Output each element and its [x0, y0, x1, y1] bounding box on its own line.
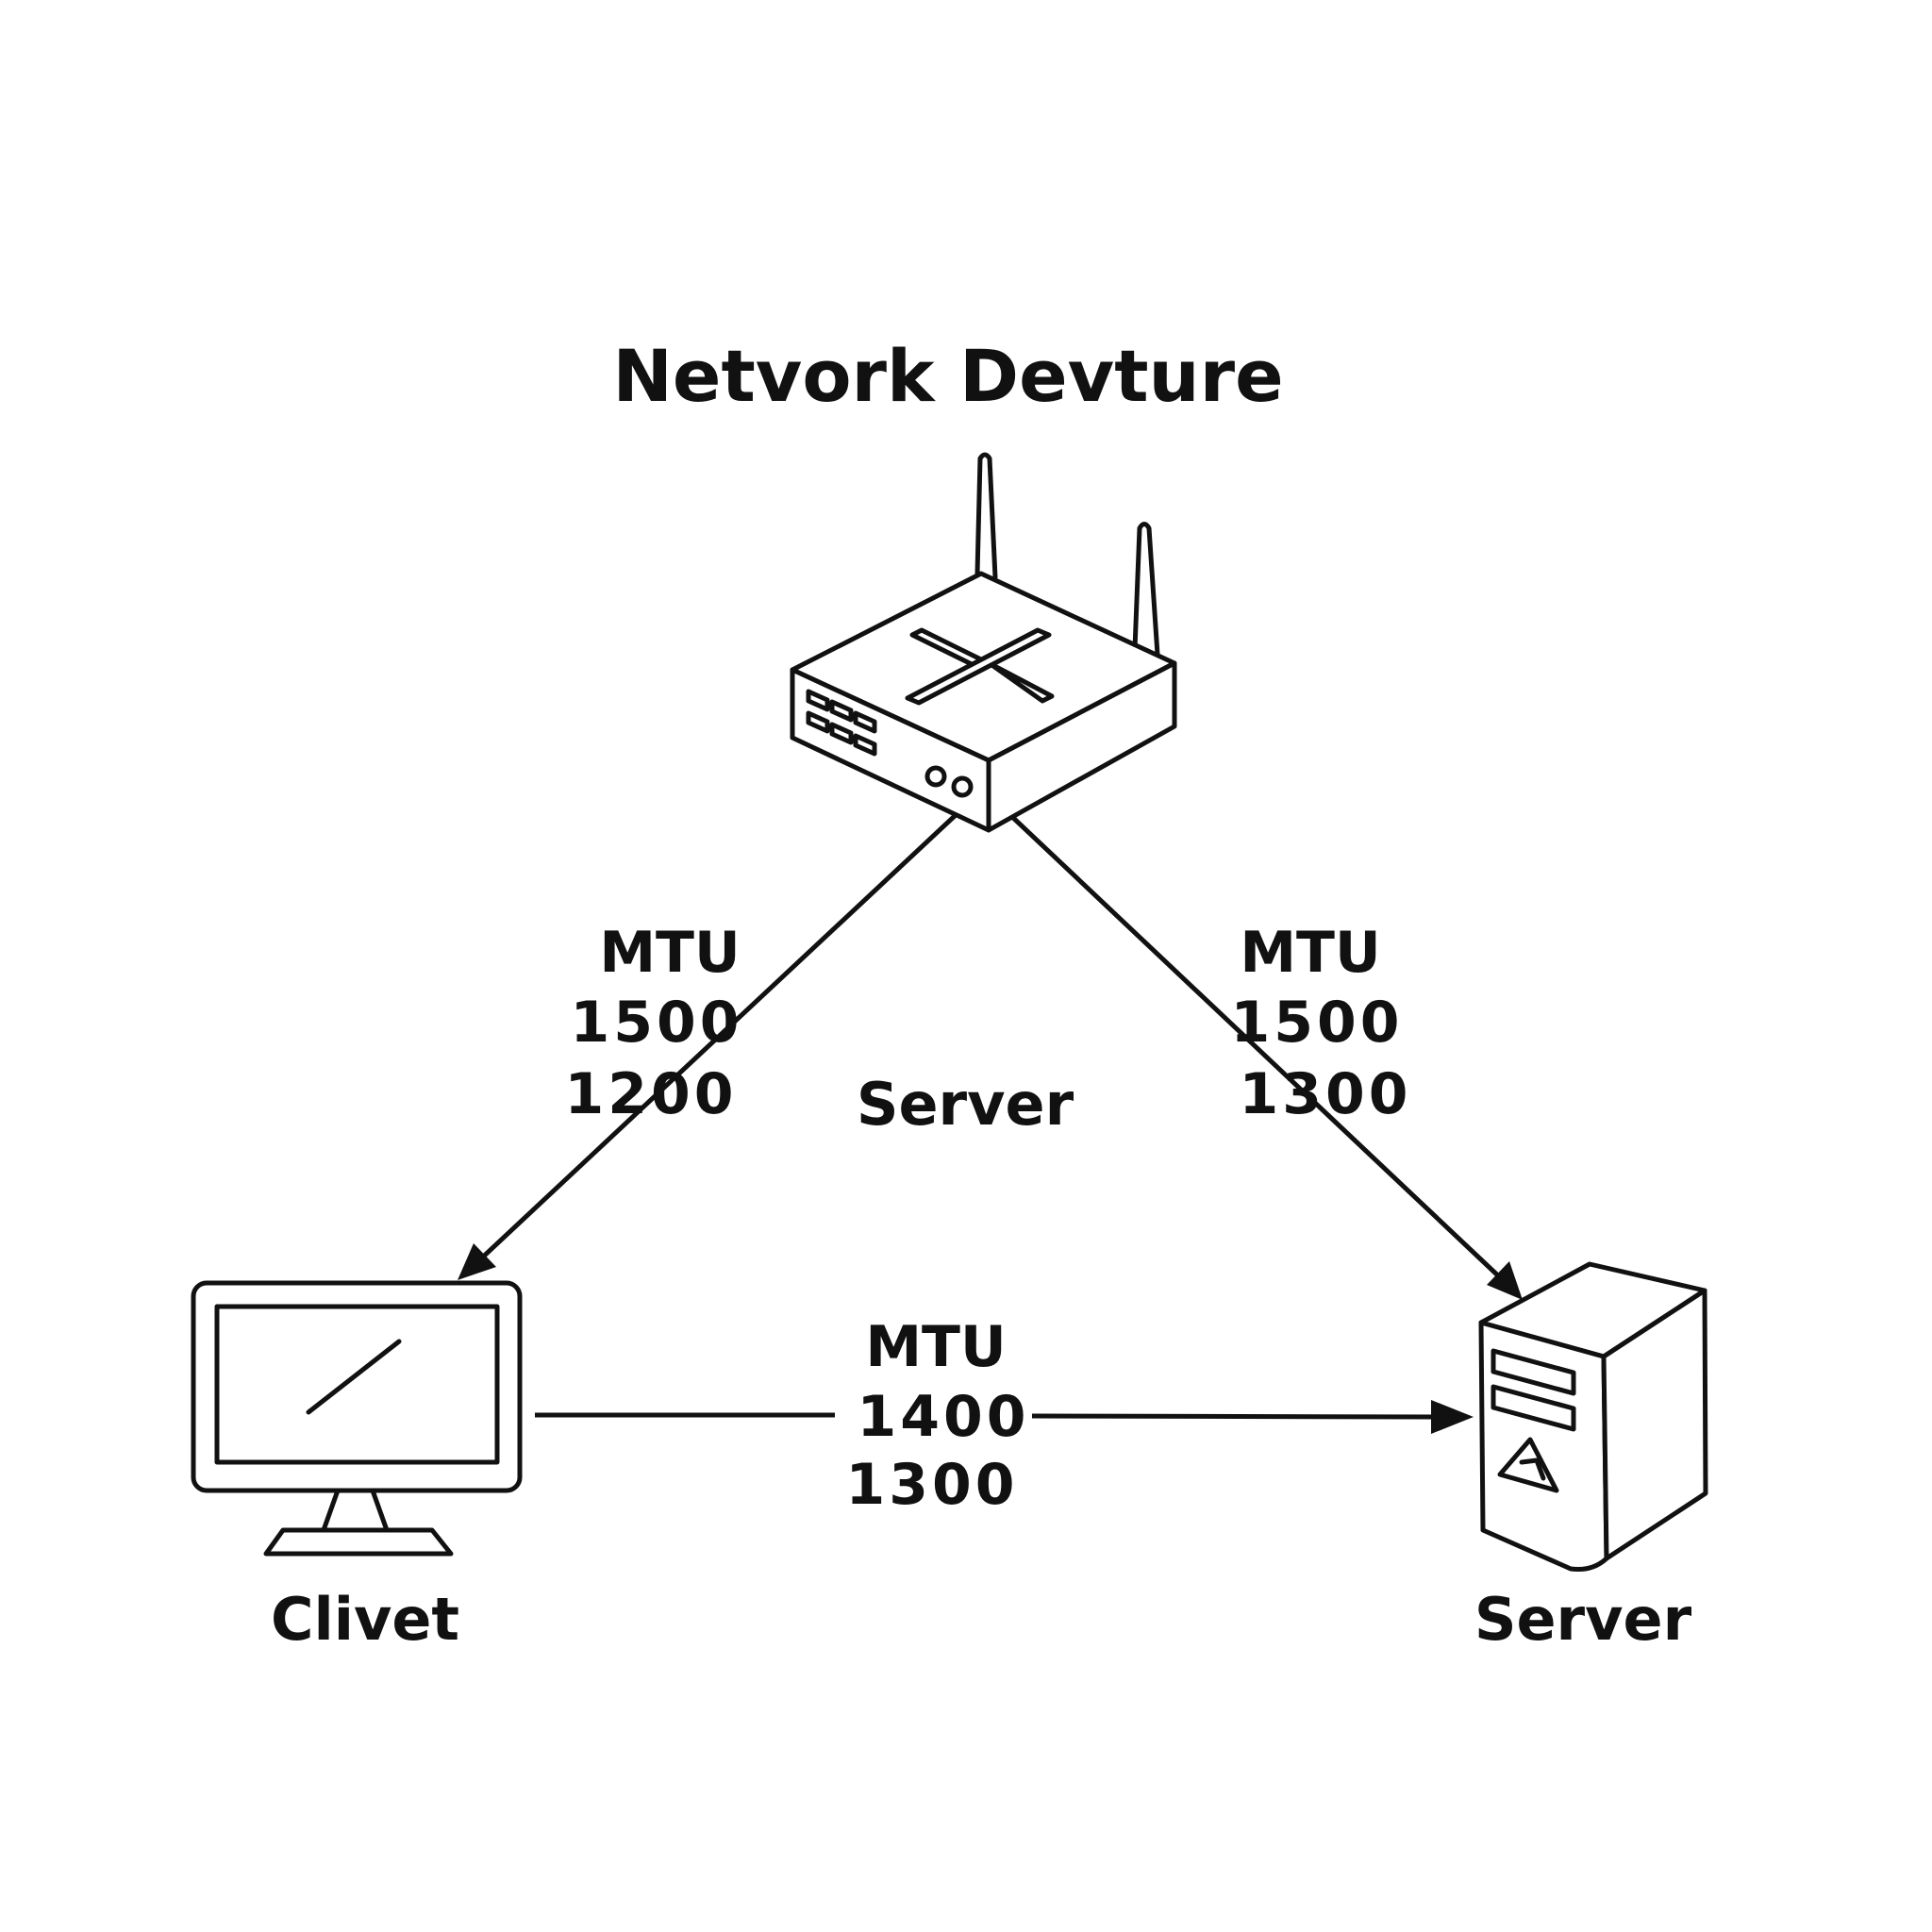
mtu-value: 1500 [571, 990, 743, 1056]
router-icon [790, 452, 1177, 833]
mtu-heading: MTU [865, 1314, 1006, 1380]
server-tower-icon [1478, 1261, 1708, 1572]
router-x-mark-c [905, 627, 1052, 706]
mtu-label-client-server: MTU 1400 1300 [846, 1314, 1030, 1518]
arrowhead-client [458, 1243, 496, 1280]
client-label: Clivet [271, 1585, 459, 1654]
router-antenna-left [974, 452, 998, 580]
router-ports [806, 689, 877, 757]
mtu-value: 1200 [565, 1061, 738, 1127]
server-side-face [1601, 1288, 1708, 1561]
mtu-label-router-server: MTU 1500 1300 [1231, 920, 1412, 1127]
monitor-icon [191, 1280, 523, 1557]
screen-glare [306, 1339, 402, 1415]
link-router-to-server [1009, 814, 1523, 1300]
router-x-mark-b [988, 661, 1055, 704]
router-side-face [986, 660, 1177, 833]
mtu-label-router-client: MTU 1500 1200 [565, 920, 743, 1127]
server-drive-bay-2 [1491, 1384, 1576, 1432]
link-client-to-server [535, 1400, 1474, 1434]
arrowhead-server-bottom [1431, 1400, 1474, 1434]
server-warning-triangle [1497, 1437, 1559, 1493]
router-led-1 [924, 765, 947, 788]
server-drive-bay-1 [1491, 1348, 1576, 1396]
server-front-face [1478, 1320, 1609, 1572]
link-router-to-client [458, 813, 958, 1280]
mtu-heading: MTU [1240, 920, 1380, 986]
router-led-2 [951, 775, 974, 798]
monitor-screen [214, 1304, 500, 1465]
mtu-value: 1400 [858, 1384, 1030, 1450]
center-server-label: Server [857, 1070, 1074, 1139]
monitor-base [263, 1527, 454, 1557]
mtu-heading: MTU [599, 920, 740, 986]
monitor-stand [321, 1488, 390, 1533]
mtu-value: 1500 [1231, 990, 1404, 1056]
arrowhead-server-top [1487, 1261, 1523, 1300]
mtu-value: 1300 [1240, 1061, 1412, 1127]
server-triangle-inner [1519, 1457, 1546, 1481]
server-label: Server [1474, 1585, 1692, 1654]
diagram-title: Netvork Devture [612, 334, 1283, 418]
monitor-bezel [191, 1280, 523, 1493]
mtu-value: 1300 [846, 1452, 1019, 1518]
router-antenna-right [1132, 522, 1160, 658]
